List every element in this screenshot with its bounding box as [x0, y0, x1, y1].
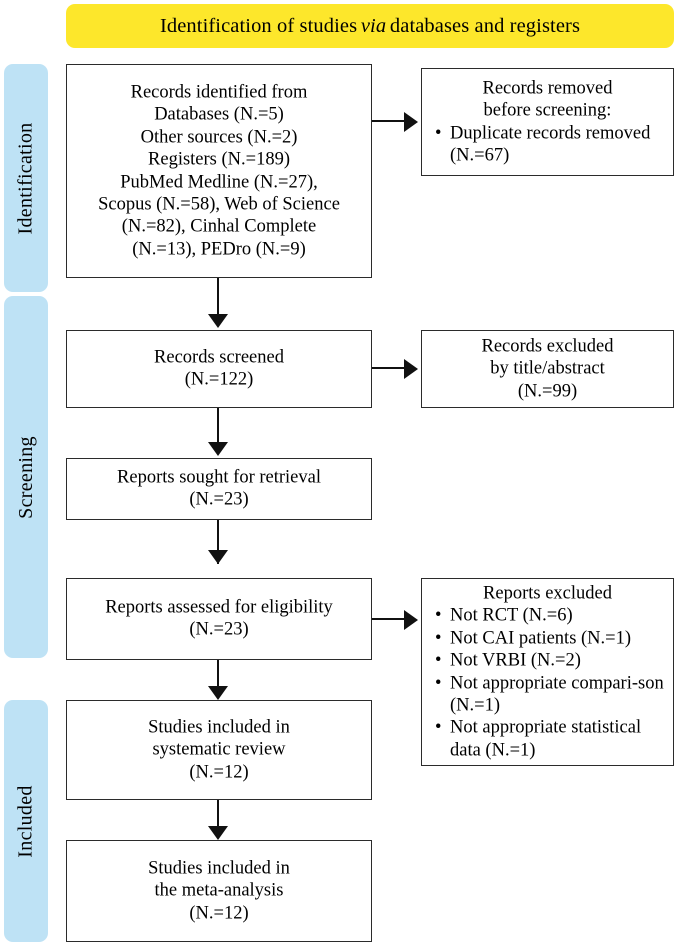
box-reports-assessed: Reports assessed for eligibility (N.=23): [66, 578, 372, 660]
stage-label-identification: Identification: [4, 64, 48, 292]
box-studies-systematic-review-lines: Studies included in systematic review (N…: [72, 716, 366, 783]
arrow-identified-to-removed-head-icon: [404, 112, 418, 132]
box-reports-excluded-heading: Reports excluded: [425, 583, 670, 605]
arrow-identified-to-removed-line: [372, 120, 408, 123]
box-studies-meta-analysis: Studies included in the meta-analysis (N…: [66, 840, 372, 942]
line: Records excluded: [481, 336, 614, 357]
bullet-item: Duplicate records removed (N.=67): [434, 122, 670, 167]
line: the meta-analysis: [154, 880, 284, 901]
stage-label-included-text: Included: [14, 784, 37, 858]
arrow-sought-to-assessed-line: [217, 520, 220, 564]
line: (N.=122): [184, 370, 254, 390]
box-records-screened: Records screened (N.=122): [66, 330, 372, 408]
banner-text-before: Identification of studies: [159, 14, 358, 37]
line: Reports assessed for eligibility: [105, 597, 333, 618]
box-reports-sought-lines: Reports sought for retrieval (N.=23): [72, 467, 366, 512]
line: (N.=13), PEDro (N.=9): [132, 239, 306, 260]
line: Studies included in: [148, 717, 290, 738]
banner-text-after: databases and registers: [389, 14, 581, 37]
stage-label-included: Included: [4, 700, 48, 942]
line: Records removed: [482, 78, 613, 99]
box-reports-excluded: Reports excluded Not RCT (N.=6) Not CAI …: [421, 578, 674, 766]
line: (N.=23): [189, 490, 249, 510]
bullet-item: Not RCT (N.=6): [434, 605, 670, 628]
box-reports-sought: Reports sought for retrieval (N.=23): [66, 458, 372, 520]
arrow-systematic-to-meta-head-icon: [208, 826, 228, 840]
arrow-assessed-to-reports-excluded-line: [372, 618, 408, 621]
box-reports-excluded-bullets: Not RCT (N.=6) Not CAI patients (N.=1) N…: [425, 605, 670, 762]
line: systematic review: [152, 739, 286, 760]
diagram-title-banner: Identification of studies via databases …: [66, 4, 674, 48]
box-studies-systematic-review: Studies included in systematic review (N…: [66, 700, 372, 800]
box-records-excluded-lines: Records excluded by title/abstract (N.=9…: [427, 335, 668, 402]
box-records-removed: Records removed before screening: Duplic…: [421, 68, 674, 176]
arrow-identified-to-screened-line: [217, 278, 220, 316]
bullet-item: Not VRBI (N.=2): [434, 650, 670, 673]
banner-text-italic: via: [360, 14, 387, 37]
box-records-screened-lines: Records screened (N.=122): [72, 347, 366, 392]
line: Records identified from: [130, 82, 308, 103]
arrow-screened-to-excluded-head-icon: [404, 359, 418, 379]
arrow-screened-to-sought-line: [217, 408, 220, 444]
box-reports-assessed-lines: Reports assessed for eligibility (N.=23): [72, 597, 366, 642]
box-studies-meta-analysis-lines: Studies included in the meta-analysis (N…: [72, 857, 366, 924]
line: (N.=12): [189, 903, 249, 924]
stage-label-identification-text: Identification: [14, 122, 37, 234]
bullet-item: Not CAI patients (N.=1): [434, 627, 670, 650]
line: Scopus (N.=58), Web of Science: [98, 194, 340, 215]
box-records-identified: Records identified from Databases (N.=5)…: [66, 64, 372, 278]
line: Databases (N.=5): [154, 104, 284, 125]
line: Other sources (N.=2): [140, 127, 298, 148]
arrow-sought-to-assessed-head-icon: [208, 550, 228, 564]
bullet-item: Not appropriate statistical data (N.=1): [434, 717, 670, 762]
arrow-screened-to-excluded-line: [372, 367, 408, 370]
line: (N.=99): [517, 381, 578, 402]
arrow-screened-to-sought-head-icon: [208, 442, 228, 456]
line: by title/abstract: [490, 358, 605, 379]
bullet-item: Not appropriate compari-son (N.=1): [434, 672, 670, 717]
line: (N.=12): [189, 762, 249, 783]
arrow-assessed-to-reports-excluded-head-icon: [404, 610, 418, 630]
box-records-removed-heading: Records removed before screening:: [425, 77, 670, 122]
arrow-systematic-to-meta-line: [217, 800, 220, 826]
box-records-excluded: Records excluded by title/abstract (N.=9…: [421, 330, 674, 408]
line: Registers (N.=189): [148, 149, 290, 170]
arrow-assessed-to-systematic-line: [217, 660, 220, 686]
box-records-removed-bullets: Duplicate records removed (N.=67): [425, 122, 670, 167]
stage-label-screening-text: Screening: [14, 435, 37, 519]
line: before screening:: [483, 100, 612, 121]
line: (N.=23): [189, 620, 249, 640]
arrow-assessed-to-systematic-head-icon: [208, 686, 228, 700]
line: Reports excluded: [483, 583, 612, 604]
line: Reports sought for retrieval: [117, 467, 321, 488]
line: (N.=82), Cinhal Complete: [121, 216, 317, 237]
line: Studies included in: [148, 858, 290, 879]
line: PubMed Medline (N.=27),: [120, 172, 318, 192]
arrow-identified-to-screened-head-icon: [208, 314, 228, 328]
line: Records screened: [154, 347, 284, 368]
box-records-identified-lines: Records identified from Databases (N.=5)…: [72, 82, 366, 261]
stage-label-screening: Screening: [4, 296, 48, 658]
